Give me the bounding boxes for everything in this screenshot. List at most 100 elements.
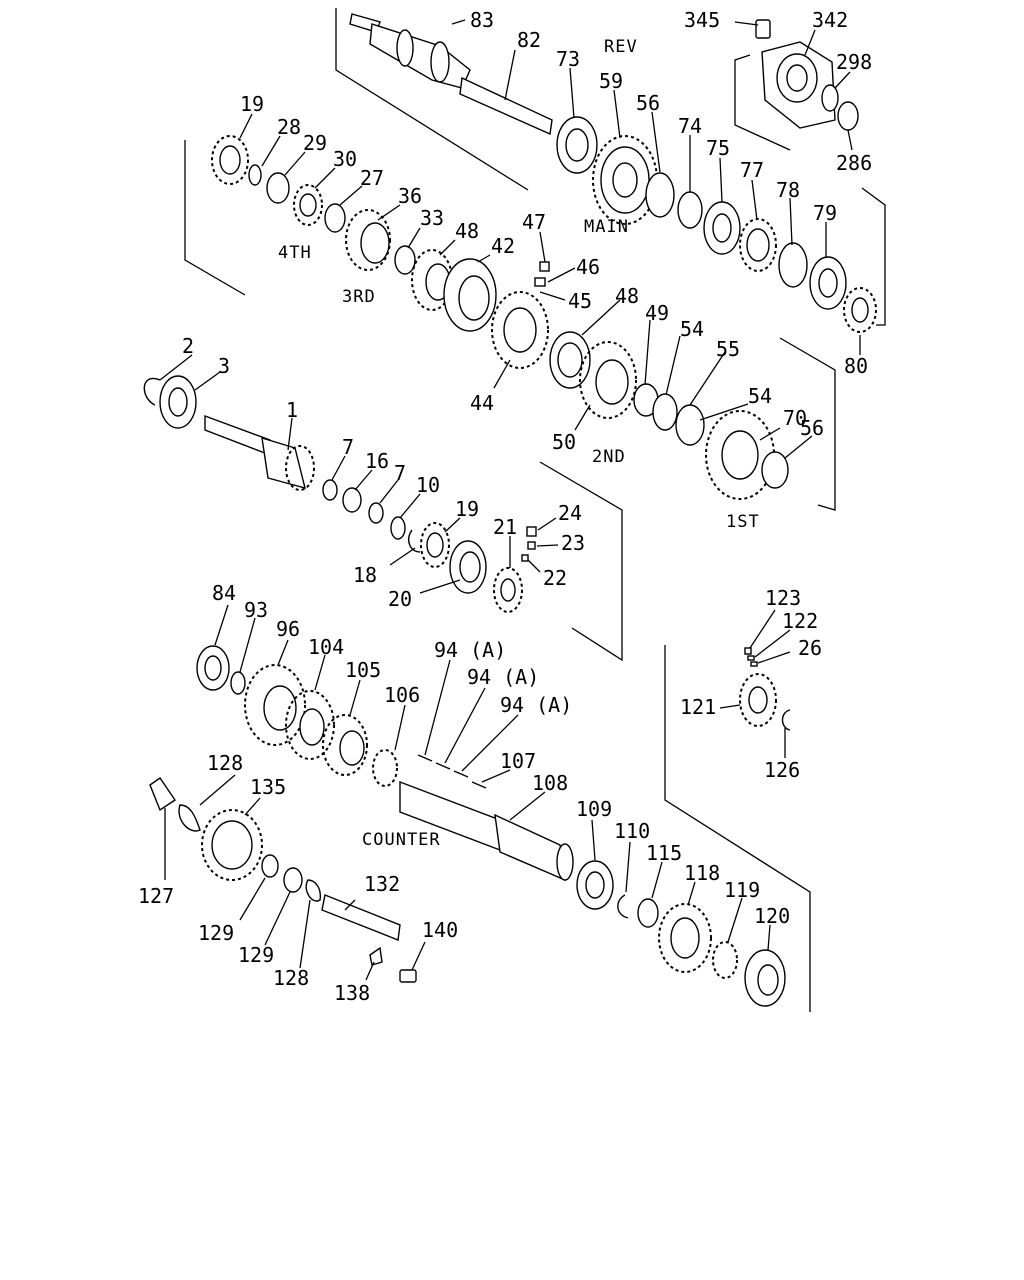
key-24	[526, 526, 537, 537]
label-part-127: 127	[138, 884, 174, 908]
label-part-298: 298	[836, 50, 872, 74]
gear-21	[493, 567, 523, 613]
label-part-29: 29	[303, 131, 327, 155]
pin-26	[750, 661, 758, 667]
bearing-27	[324, 203, 346, 233]
nut-120	[744, 949, 786, 1007]
bearing-56-1st	[761, 451, 789, 489]
label-part-74: 74	[678, 114, 702, 138]
sleeve-20	[449, 540, 487, 594]
label-part-46: 46	[576, 255, 600, 279]
spring-46	[534, 277, 546, 287]
label-rev: REV	[604, 37, 638, 57]
label-part-36: 36	[398, 184, 422, 208]
label-part-106: 106	[384, 683, 420, 707]
label-part-59: 59	[599, 69, 623, 93]
label-part-23: 23	[561, 531, 585, 555]
gear-59	[592, 135, 658, 225]
label-part-105: 105	[345, 658, 381, 682]
label-4th: 4TH	[278, 243, 312, 263]
gear-96	[244, 664, 306, 746]
bolt-123	[744, 647, 752, 655]
gear-105	[322, 714, 368, 776]
bolt-345	[755, 19, 771, 39]
ball-22	[521, 554, 529, 562]
gear-77	[739, 218, 777, 272]
label-part-20: 20	[388, 587, 412, 611]
snap-ring-2	[143, 377, 161, 406]
label-part-128-b: 128	[273, 966, 309, 990]
label-part-107: 107	[500, 749, 536, 773]
input-shaft-1	[204, 414, 315, 491]
ring-74	[677, 191, 703, 229]
label-part-55: 55	[716, 337, 740, 361]
gear-118	[658, 903, 712, 973]
snap-ring-110	[617, 894, 629, 919]
bracket-lines	[184, 8, 886, 1012]
hub-19	[420, 522, 450, 568]
label-3rd: 3RD	[342, 287, 376, 307]
label-part-120: 120	[754, 904, 790, 928]
key-94-a1	[417, 754, 433, 762]
label-part-42: 42	[491, 234, 515, 258]
washer-122	[747, 655, 755, 661]
label-part-75: 75	[706, 136, 730, 160]
clip-18	[408, 529, 421, 553]
flange-342	[761, 41, 836, 129]
key-94-a2	[435, 762, 451, 770]
spring-23	[527, 541, 536, 550]
label-part-84: 84	[212, 581, 236, 605]
bearing-33	[394, 245, 416, 275]
label-part-83: 83	[470, 8, 494, 32]
label-part-7-b: 7	[394, 461, 406, 485]
label-part-82: 82	[517, 28, 541, 52]
label-part-54-b: 54	[748, 384, 772, 408]
label-counter: COUNTER	[362, 830, 441, 850]
label-part-122: 122	[782, 609, 818, 633]
label-part-48: 48	[455, 219, 479, 243]
gear-70-1st	[705, 410, 775, 500]
ring-7a	[322, 479, 338, 501]
ring-93	[230, 671, 246, 695]
ring-55	[675, 404, 705, 446]
label-part-138: 138	[334, 981, 370, 1005]
label-1st: 1ST	[726, 512, 760, 532]
gear-30	[293, 184, 323, 226]
label-part-123: 123	[765, 586, 801, 610]
label-part-80: 80	[844, 354, 868, 378]
label-part-10: 10	[416, 473, 440, 497]
label-part-119: 119	[724, 878, 760, 902]
label-part-27: 27	[360, 166, 384, 190]
label-part-115: 115	[646, 841, 682, 865]
label-part-79: 79	[813, 201, 837, 225]
shaft-127	[149, 777, 176, 812]
label-part-49: 49	[645, 301, 669, 325]
bearing-129-b	[283, 867, 303, 893]
label-2nd: 2ND	[592, 447, 626, 467]
snap-ring-28	[248, 164, 262, 186]
seal-286	[837, 101, 859, 131]
label-part-342: 342	[812, 8, 848, 32]
label-part-126: 126	[764, 758, 800, 782]
main-shaft	[349, 13, 553, 136]
gear-36-4th	[345, 209, 391, 271]
label-part-28: 28	[277, 115, 301, 139]
label-part-94a-2: 94 (A)	[467, 665, 539, 689]
label-part-33: 33	[420, 206, 444, 230]
part-labels: 83 82 73 59 56 74 75 77 78 79 80 345 342…	[138, 8, 872, 1005]
label-part-19-b: 19	[455, 497, 479, 521]
label-main: MAIN	[584, 217, 629, 237]
gear-119	[712, 941, 738, 979]
label-part-121: 121	[680, 695, 716, 719]
bearing-129-a	[261, 854, 279, 878]
label-part-26: 26	[798, 636, 822, 660]
label-part-345: 345	[684, 8, 720, 32]
snap-ring-126	[781, 709, 791, 731]
label-part-30: 30	[333, 147, 357, 171]
label-part-135: 135	[250, 775, 286, 799]
label-part-45: 45	[568, 289, 592, 313]
label-part-132: 132	[364, 872, 400, 896]
nut-80	[843, 287, 877, 333]
key-107	[471, 781, 487, 789]
